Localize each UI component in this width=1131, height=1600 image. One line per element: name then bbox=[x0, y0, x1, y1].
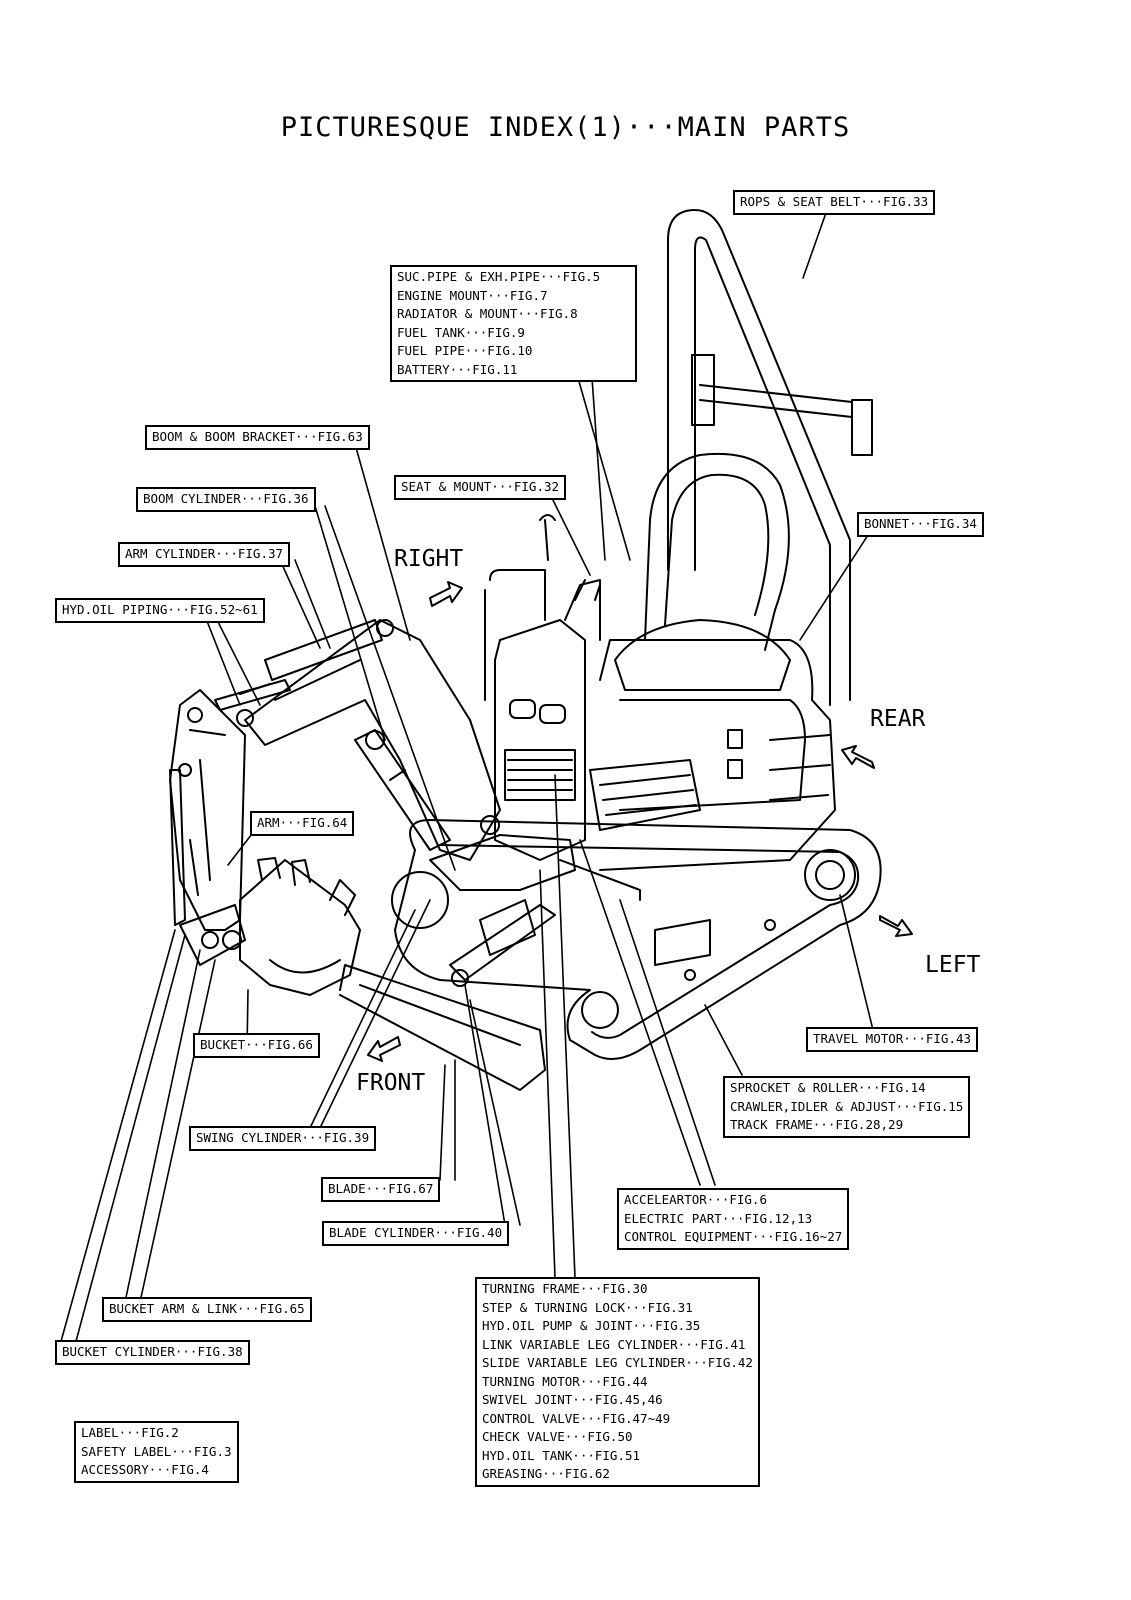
label-blade-cylinder: BLADE CYLINDER···FIG.40 bbox=[322, 1221, 510, 1246]
direction-right-label: RIGHT bbox=[394, 546, 464, 572]
label-arm: ARM···FIG.64 bbox=[250, 811, 355, 836]
arm-cylinder-art bbox=[214, 619, 383, 711]
boom-cylinder bbox=[354, 729, 451, 851]
label-blade: BLADE···FIG.67 bbox=[321, 1177, 441, 1202]
bucket-art bbox=[239, 857, 361, 996]
label-bucket-cylinder: BUCKET CYLINDER···FIG.38 bbox=[55, 1340, 250, 1365]
label-bonnet: BONNET···FIG.34 bbox=[857, 512, 984, 537]
label-seat-mount: SEAT & MOUNT···FIG.32 bbox=[394, 475, 567, 500]
label-hyd-oil-piping: HYD.OIL PIPING···FIG.52~61 bbox=[55, 598, 265, 623]
label-accelerator-group: ACCELEARTOR···FIG.6 ELECTRIC PART···FIG.… bbox=[617, 1188, 850, 1250]
label-bucket: BUCKET···FIG.66 bbox=[193, 1033, 320, 1058]
arm-art bbox=[169, 689, 246, 949]
boom bbox=[236, 619, 501, 861]
label-boom-cylinder: BOOM CYLINDER···FIG.36 bbox=[136, 487, 316, 512]
blade-cylinder-art bbox=[449, 904, 556, 987]
seat bbox=[614, 452, 791, 691]
label-bucket-arm-link: BUCKET ARM & LINK···FIG.65 bbox=[102, 1297, 312, 1322]
direction-rear-label: REAR bbox=[870, 706, 926, 732]
label-sprocket-group: SPROCKET & ROLLER···FIG.14 CRAWLER,IDLER… bbox=[723, 1076, 971, 1138]
direction-arrows bbox=[367, 581, 913, 1062]
label-boom-bracket: BOOM & BOOM BRACKET···FIG.63 bbox=[145, 425, 370, 450]
control-tower bbox=[484, 514, 601, 861]
blade-art bbox=[339, 964, 546, 1091]
rops-frame bbox=[667, 209, 873, 706]
swing-frame-art bbox=[429, 834, 641, 956]
page-title: PICTURESQUE INDEX(1)···MAIN PARTS bbox=[280, 112, 851, 143]
leader-lines bbox=[59, 209, 874, 1346]
label-engine-group: SUC.PIPE & EXH.PIPE···FIG.5 ENGINE MOUNT… bbox=[390, 265, 637, 382]
label-rops: ROPS & SEAT BELT···FIG.33 bbox=[733, 190, 936, 215]
direction-front-label: FRONT bbox=[356, 1070, 426, 1096]
label-travel-motor: TRAVEL MOTOR···FIG.43 bbox=[806, 1027, 979, 1052]
label-arm-cylinder: ARM CYLINDER···FIG.37 bbox=[118, 542, 291, 567]
label-turning-frame-group: TURNING FRAME···FIG.30 STEP & TURNING LO… bbox=[475, 1277, 760, 1487]
bonnet-body bbox=[599, 639, 836, 871]
track-art bbox=[391, 819, 882, 1060]
label-swing-cylinder: SWING CYLINDER···FIG.39 bbox=[189, 1126, 377, 1151]
direction-left-label: LEFT bbox=[925, 952, 981, 978]
label-misc-group: LABEL···FIG.2 SAFETY LABEL···FIG.3 ACCES… bbox=[74, 1421, 239, 1483]
floor-step bbox=[589, 759, 701, 831]
bucket-link-art bbox=[179, 904, 246, 966]
bucket-cylinder-art bbox=[169, 769, 199, 926]
